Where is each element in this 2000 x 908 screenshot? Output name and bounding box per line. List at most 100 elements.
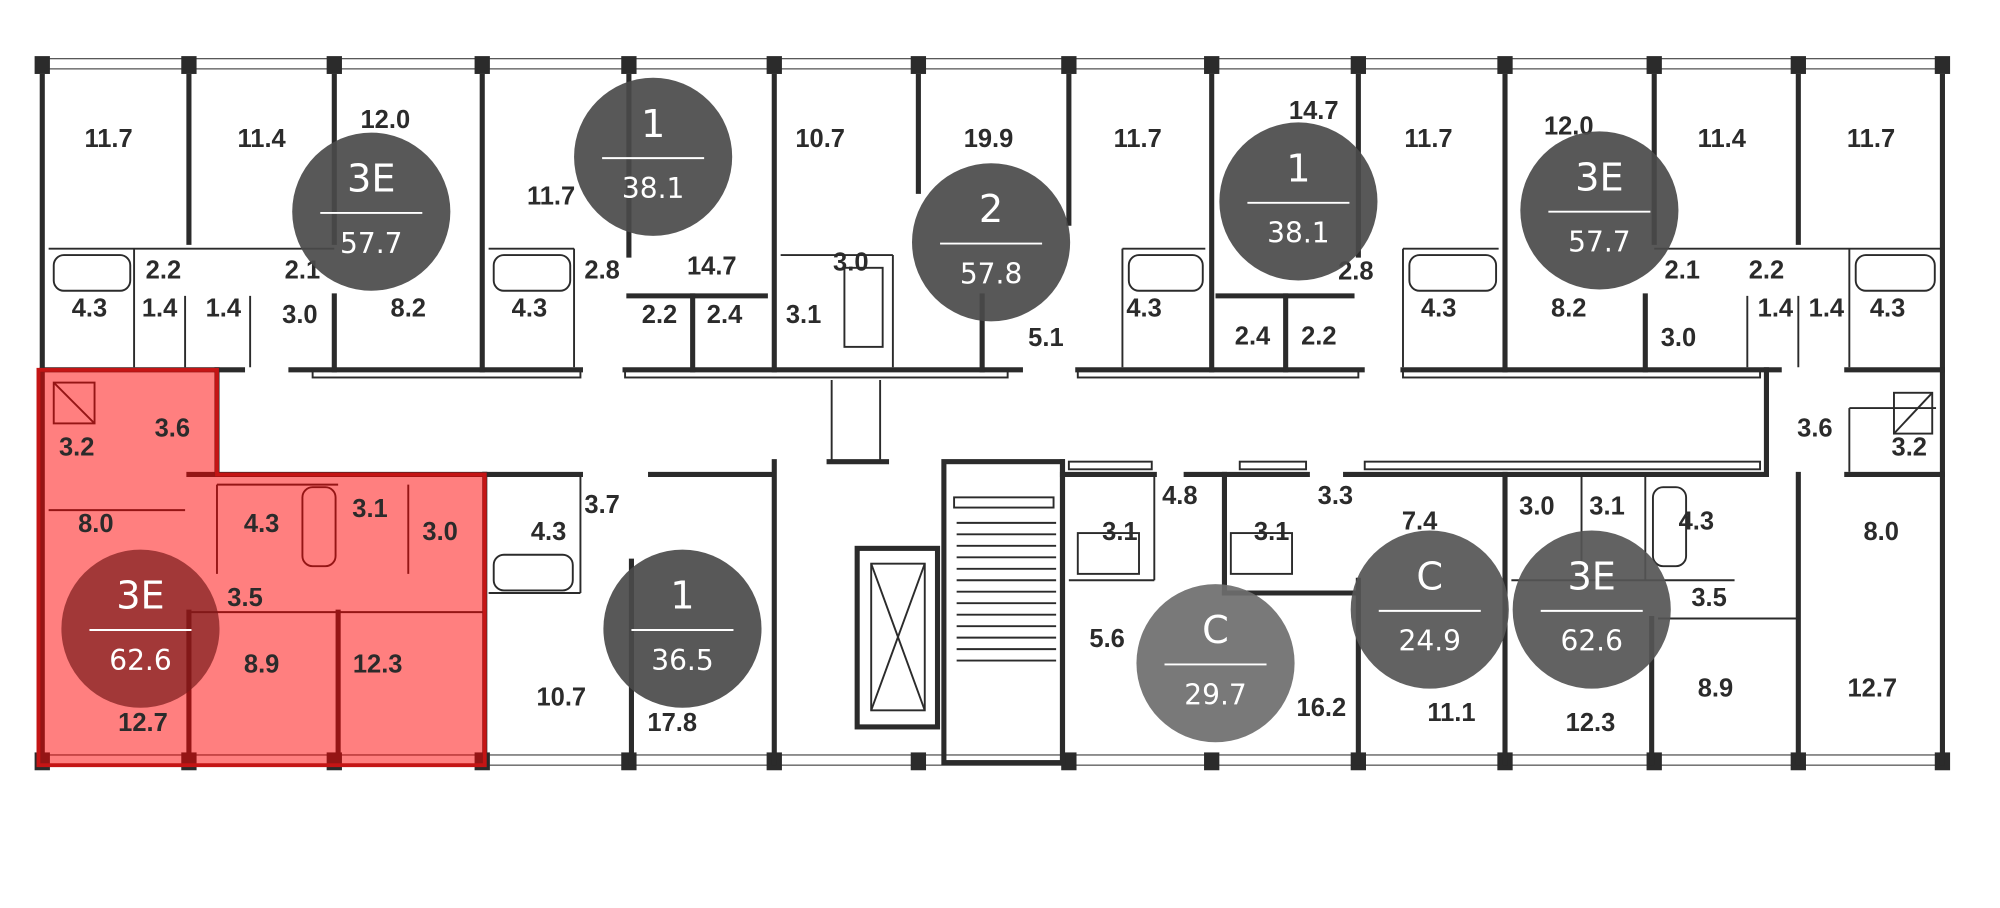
room-area-label: 3.0 xyxy=(422,518,457,546)
room-area-label: 11.4 xyxy=(237,125,286,153)
room-area-label: 3.6 xyxy=(1797,415,1832,443)
badge-circle xyxy=(603,549,762,708)
room-area-label: 2.8 xyxy=(584,256,619,284)
room-area-label: 3.2 xyxy=(1892,434,1927,462)
apartment-area: 38.1 xyxy=(1267,217,1329,250)
room-area-label: 12.3 xyxy=(1566,709,1616,737)
room-area-label: 8.2 xyxy=(1551,295,1586,323)
badge-circle xyxy=(1136,584,1295,743)
apartment-badge-3e-62.6[interactable]: 3E 62.6 xyxy=(1512,530,1671,689)
room-area-label: 5.6 xyxy=(1089,625,1124,653)
apartment-type: 3E xyxy=(1567,554,1616,599)
room-area-label: 1.4 xyxy=(1758,295,1794,323)
room-area-label: 3.1 xyxy=(1102,518,1137,546)
room-area-label: 3.0 xyxy=(282,301,317,329)
badge-circle xyxy=(1350,530,1509,689)
apartment-type: 3E xyxy=(1575,155,1624,200)
room-area-label: 4.3 xyxy=(72,295,107,323)
apartment-badge-1-36.5[interactable]: 136.5 xyxy=(603,549,762,708)
apartment-badge-1-38.1[interactable]: 138.1 xyxy=(574,77,733,236)
room-area-label: 11.7 xyxy=(1847,125,1895,153)
room-area-label: 8.2 xyxy=(391,295,426,323)
room-area-label: 4.3 xyxy=(1679,508,1714,536)
apartment-badge-c-29.7[interactable]: C29.7 xyxy=(1136,584,1295,743)
room-area-label: 3.0 xyxy=(1661,324,1696,352)
room-area-label: 3.2 xyxy=(59,434,94,462)
column xyxy=(1934,56,1951,74)
apartment-area: 57.7 xyxy=(340,227,402,260)
apartment-type: C xyxy=(1202,608,1229,653)
room-area-label: 3.0 xyxy=(1519,492,1554,520)
room-area-label: 4.3 xyxy=(244,510,279,538)
room-area-label: 2.4 xyxy=(707,301,743,329)
room-area-label: 3.1 xyxy=(786,301,821,329)
column xyxy=(1497,56,1513,74)
room-area-label: 4.3 xyxy=(1421,295,1456,323)
badge-circle xyxy=(61,549,220,708)
room-area-label: 1.4 xyxy=(1809,295,1845,323)
badge-circle xyxy=(292,132,451,291)
apartment-type: 3E xyxy=(116,574,165,619)
room-area-label: 2.1 xyxy=(1665,256,1700,284)
apartment-badge-3e-57.7[interactable]: 3E 57.7 xyxy=(292,132,451,291)
column xyxy=(181,56,197,74)
apartment-type: C xyxy=(1416,554,1443,599)
room-area-label: 2.4 xyxy=(1235,323,1271,351)
apartment-type: 3E xyxy=(347,157,396,202)
room-area-label: 3.1 xyxy=(352,495,387,523)
room-area-label: 16.2 xyxy=(1297,694,1347,722)
apartment-area: 62.6 xyxy=(1561,625,1623,658)
room-area-label: 4.8 xyxy=(1162,482,1197,510)
room-area-label: 3.1 xyxy=(1254,518,1289,546)
apartment-area: 38.1 xyxy=(622,172,684,205)
apartment-area: 57.8 xyxy=(960,257,1022,290)
apartment-area: 36.5 xyxy=(651,644,713,677)
room-area-label: 3.5 xyxy=(227,584,262,612)
room-area-label: 4.3 xyxy=(1126,295,1161,323)
apartment-type: 1 xyxy=(670,574,694,619)
apartment-badge-c-24.9[interactable]: C24.9 xyxy=(1350,530,1509,689)
room-area-label: 12.7 xyxy=(118,709,168,737)
room-area-label: 1.4 xyxy=(142,295,178,323)
room-area-label: 11.1 xyxy=(1427,699,1475,727)
column xyxy=(1790,56,1806,74)
room-area-label: 11.4 xyxy=(1698,125,1747,153)
room-area-label: 11.7 xyxy=(1404,125,1452,153)
room-area-label: 2.2 xyxy=(1301,323,1336,351)
badge-circle xyxy=(574,77,733,236)
badge-circle xyxy=(912,163,1071,322)
badge-circle xyxy=(1520,131,1679,290)
column xyxy=(910,56,927,74)
room-area-label: 8.0 xyxy=(1863,518,1898,546)
badge-circle xyxy=(1219,122,1378,281)
column xyxy=(1061,56,1077,74)
column xyxy=(1204,752,1220,771)
room-area-label: 11.7 xyxy=(527,182,575,210)
room-area-label: 10.7 xyxy=(536,684,586,712)
column xyxy=(1204,56,1220,74)
column xyxy=(910,752,927,771)
room-area-label: 4.3 xyxy=(531,518,566,546)
room-area-label: 3.0 xyxy=(833,249,868,277)
room-area-label: 14.7 xyxy=(687,253,737,281)
apartment-badge-1-38.1[interactable]: 138.1 xyxy=(1219,122,1378,281)
room-area-label: 14.7 xyxy=(1289,97,1339,125)
room-area-label: 2.2 xyxy=(146,256,181,284)
column xyxy=(621,56,637,74)
apartment-badge-2-57.8[interactable]: 257.8 xyxy=(912,163,1071,322)
room-area-label: 12.0 xyxy=(360,106,410,134)
room-area-label: 3.3 xyxy=(1318,482,1353,510)
room-area-label: 19.9 xyxy=(964,125,1014,153)
room-area-label: 17.8 xyxy=(647,709,697,737)
column xyxy=(766,56,782,74)
room-area-label: 10.7 xyxy=(795,125,845,153)
staircase xyxy=(956,521,1057,662)
room-area-label: 2.2 xyxy=(1749,256,1784,284)
room-area-label: 4.3 xyxy=(1870,295,1905,323)
room-area-label: 8.0 xyxy=(78,510,113,538)
room-area-label: 2.2 xyxy=(642,301,677,329)
apartment-type: 1 xyxy=(1286,146,1310,191)
